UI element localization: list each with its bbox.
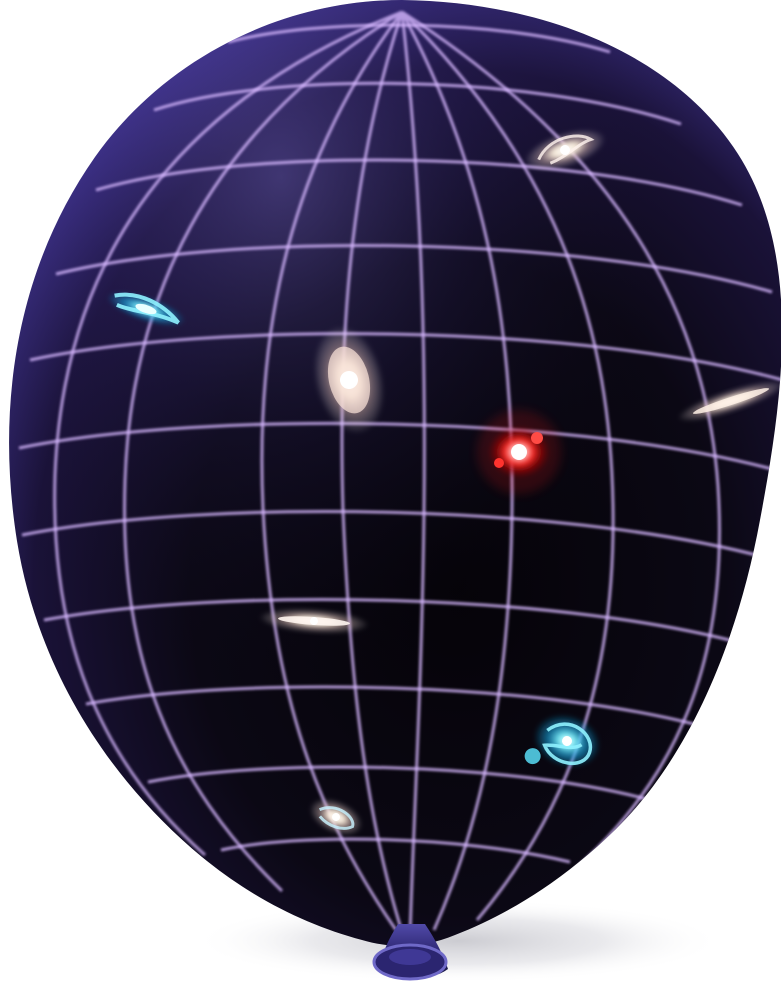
starburst-galaxy-icon	[477, 410, 561, 494]
